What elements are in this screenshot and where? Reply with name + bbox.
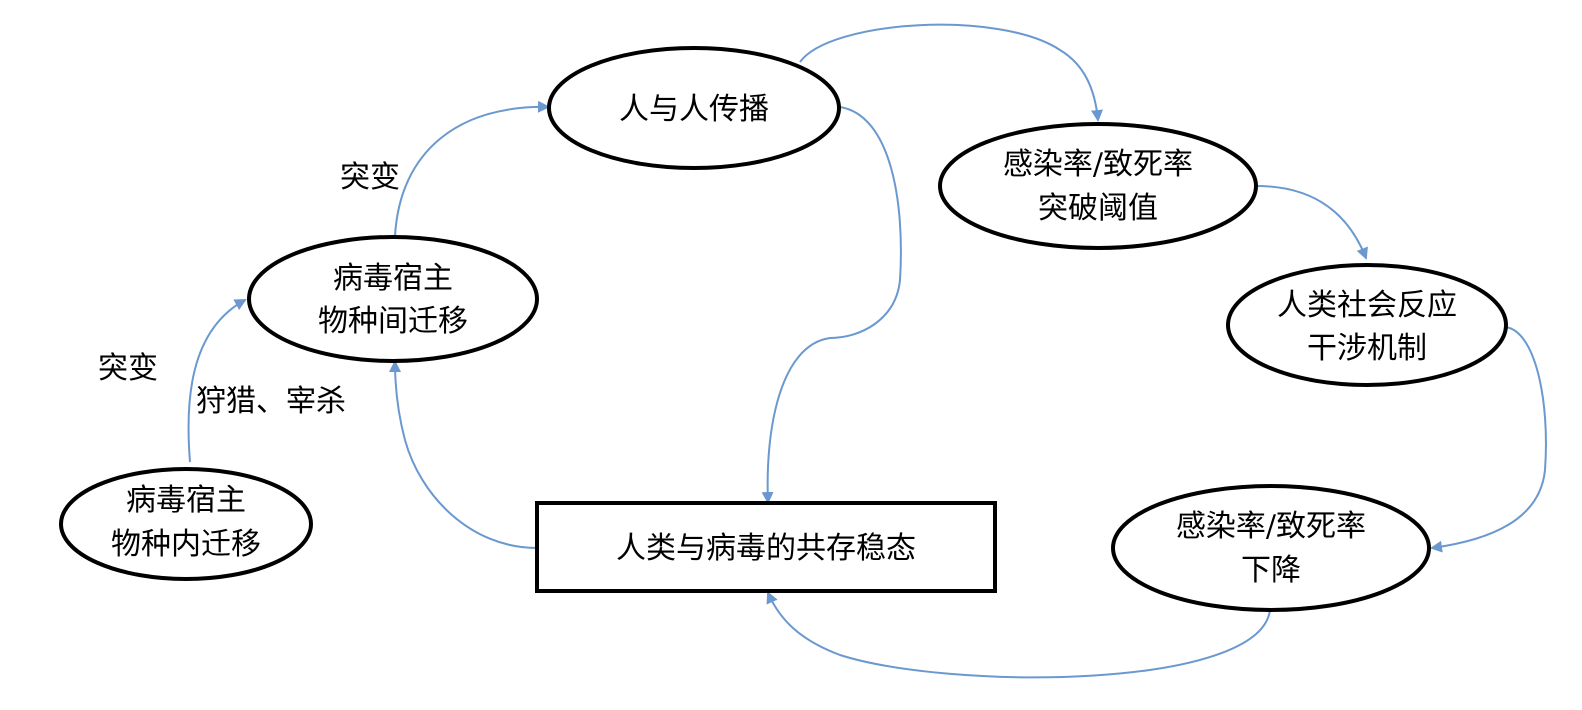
label-hunting-slaughter: 狩猎、宰杀 — [196, 384, 346, 419]
arrow-intra-to-inter — [187, 299, 247, 463]
node-label-line1: 病毒宿主 — [333, 261, 453, 296]
node-society-response: 人类社会反应 干涉机制 — [1226, 263, 1508, 387]
node-label-line1: 人类社会反应 — [1277, 288, 1457, 323]
label-mutation-upper: 突变 — [340, 160, 400, 195]
arrow-human-to-threshold — [799, 23, 1103, 122]
node-label-line1: 人与人传播 — [619, 92, 769, 127]
node-label-line1: 人类与病毒的共存稳态 — [616, 531, 916, 566]
node-label-line2: 突破阈值 — [1038, 191, 1158, 226]
node-outline — [59, 467, 313, 581]
node-label-line1: 感染率/致死率 — [1003, 147, 1193, 182]
node-outline — [547, 46, 841, 170]
arrow-human-to-coexistence — [761, 106, 902, 504]
arrow-threshold-to-society — [1255, 185, 1368, 260]
node-label-line1: 感染率/致死率 — [1176, 509, 1366, 544]
node-outline — [1111, 484, 1431, 612]
arrow-decline-to-coexistence — [766, 591, 1271, 679]
node-rate-decline: 感染率/致死率 下降 — [1111, 484, 1431, 612]
node-outline — [938, 122, 1258, 250]
arrows — [187, 23, 1547, 679]
node-outline — [1226, 263, 1508, 387]
node-inter-species-migration: 病毒宿主 物种间迁移 — [247, 235, 539, 363]
node-human-transmission: 人与人传播 — [547, 46, 841, 170]
node-outline — [535, 501, 997, 593]
node-label-line2: 下降 — [1241, 553, 1301, 588]
node-label-line1: 病毒宿主 — [126, 483, 246, 518]
node-label-line2: 干涉机制 — [1307, 331, 1427, 366]
arrow-society-to-decline — [1430, 326, 1547, 553]
node-outline — [247, 235, 539, 363]
node-intra-species-migration: 病毒宿主 物种内迁移 — [59, 467, 313, 581]
arrow-inter-to-human — [394, 100, 550, 237]
arrow-coexistence-to-inter — [389, 360, 538, 549]
node-coexistence-steady-state: 人类与病毒的共存稳态 — [535, 501, 997, 593]
node-label-line2: 物种内迁移 — [111, 527, 261, 562]
label-mutation-lower: 突变 — [98, 351, 158, 386]
node-threshold-breach: 感染率/致死率 突破阈值 — [938, 122, 1258, 250]
node-label-line2: 物种间迁移 — [318, 304, 468, 339]
